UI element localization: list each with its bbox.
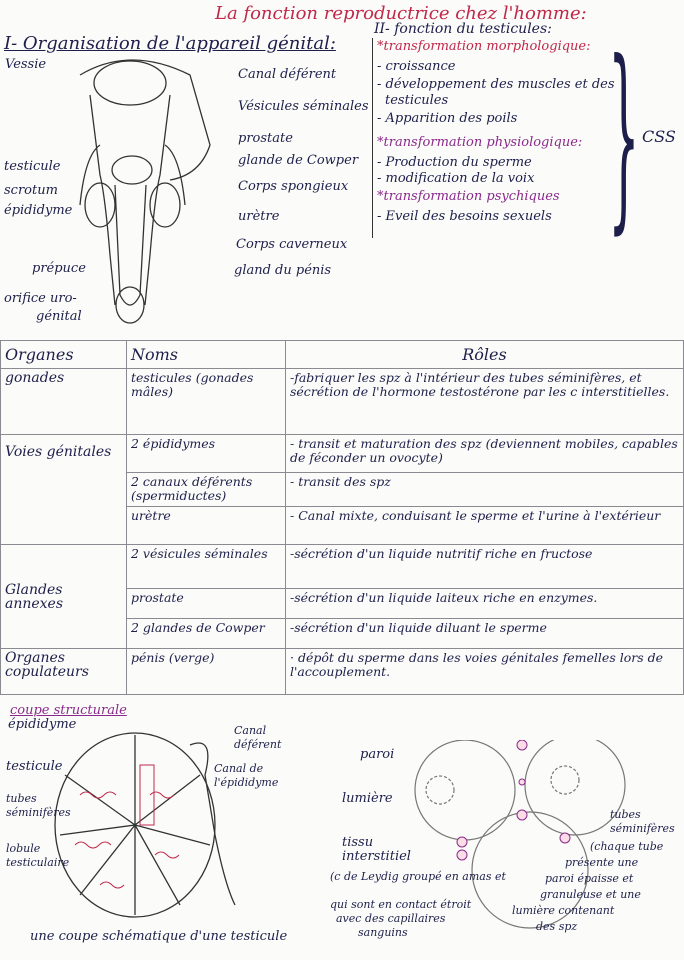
list-item: *transformation psychiques: [377, 189, 560, 204]
male-reproductive-diagram: [79, 59, 211, 324]
seminiferous-tubules-diagram: [414, 740, 626, 929]
col-organes: Organes: [0, 340, 127, 369]
label-leydig-3: avec des capillaires: [336, 912, 446, 925]
label-orifice: orifice uro-: [4, 291, 77, 306]
cell-organe: Glandes annexes: [0, 544, 127, 649]
cell-nom: urètre: [126, 506, 286, 545]
label-corps-spongieux: Corps spongieux: [238, 179, 349, 194]
note-line: des spz: [536, 920, 578, 933]
cell-role: -fabriquer les spz à l'intérieur des tub…: [285, 368, 684, 435]
note-line: présente une: [565, 856, 639, 869]
caption: une coupe schématique d'une testicule: [30, 929, 288, 944]
label-tubes: tubes séminifères: [6, 792, 71, 819]
label-epididyme: épididyme: [4, 203, 73, 218]
note-line: granuleuse et une: [540, 888, 641, 901]
label-lobule: lobule testiculaire: [6, 842, 70, 869]
label-lumiere: lumière: [342, 791, 393, 806]
label-uretre: urètre: [238, 209, 280, 224]
list-item: - développement des muscles et des: [377, 77, 615, 92]
cell-role: - transit des spz: [285, 472, 684, 507]
cell-role: -sécrétion d'un liquide nutritif riche e…: [285, 544, 684, 589]
label-prostate: prostate: [238, 131, 293, 146]
note-line: (chaque tube: [590, 840, 664, 853]
cell-nom: 2 épididymes: [126, 434, 286, 473]
col-roles: Rôles: [285, 340, 684, 369]
label-tissu: tissu interstitiel: [342, 835, 411, 864]
testicle-section-diagram: [54, 732, 236, 918]
label-leydig-2: qui sont en contact étroit: [330, 898, 472, 911]
label-paroi: paroi: [360, 747, 395, 762]
cell-role: - transit et maturation des spz (devienn…: [285, 434, 684, 473]
label-vesicules-seminales: Vésicules séminales: [238, 99, 369, 114]
section1-heading: I- Organisation de l'appareil génital:: [4, 33, 336, 54]
table-row: 2 glandes de Cowper-sécrétion d'un liqui…: [1, 618, 684, 649]
label-canal-deferent: Canal déférent: [238, 67, 337, 82]
label-canal-epididyme: Canal de l'épididyme: [214, 762, 279, 789]
cell-nom: 2 canaux déférents (spermiductes): [126, 472, 286, 507]
label-canal-deferent-2: Canal déférent: [234, 724, 282, 751]
cell-nom: 2 glandes de Cowper: [126, 618, 286, 649]
label-corps-caverneux: Corps caverneux: [236, 237, 348, 252]
note-line: paroi épaisse et: [545, 872, 634, 885]
label-testicule-2: testicule: [6, 759, 63, 774]
label-vessie: Vessie: [5, 57, 47, 72]
section2-heading: II- fonction du testicules:: [374, 21, 552, 37]
note-line: lumière contenant: [512, 904, 615, 917]
cell-organe: gonades: [0, 368, 127, 435]
list-item: testicules: [385, 93, 449, 108]
list-item: - Apparition des poils: [377, 111, 518, 126]
label-orifice-2: génital: [36, 309, 82, 324]
label-prepuce: prépuce: [32, 261, 86, 276]
page-title: La fonction reproductrice chez l'homme:: [215, 3, 587, 24]
cell-role: -sécrétion d'un liquide laiteux riche en…: [285, 588, 684, 619]
cell-role: -sécrétion d'un liquide diluant le sperm…: [285, 618, 684, 649]
list-item: - Eveil des besoins sexuels: [377, 209, 552, 224]
cell-nom: 2 vésicules séminales: [126, 544, 286, 589]
label-scrotum: scrotum: [4, 183, 58, 198]
label-leydig: (c de Leydig groupé en amas et: [330, 870, 506, 883]
label-testicule: testicule: [4, 159, 61, 174]
table-row: prostate-sécrétion d'un liquide laiteux …: [1, 588, 684, 619]
cell-nom: testicules (gonades mâles): [126, 368, 286, 435]
table-row: urètre- Canal mixte, conduisant le sperm…: [1, 506, 684, 545]
brace-label: CSS: [642, 127, 676, 146]
cell-role: · dépôt du sperme dans les voies génital…: [285, 648, 684, 695]
section3-heading: coupe structurale: [10, 703, 127, 718]
label-glande-cowper: glande de Cowper: [238, 153, 359, 168]
list-item: *transformation morphologique:: [377, 39, 591, 54]
list-item: *transformation physiologique:: [377, 135, 583, 150]
label-epididyme-2: épididyme: [8, 717, 77, 732]
cell-nom: pénis (verge): [126, 648, 286, 695]
cell-nom: prostate: [126, 588, 286, 619]
cell-role: - Canal mixte, conduisant le sperme et l…: [285, 506, 684, 545]
list-item: - croissance: [377, 59, 456, 74]
cell-organe: Voies génitales: [0, 434, 127, 545]
col-noms: Noms: [126, 340, 286, 369]
label-leydig-4: sanguins: [358, 926, 408, 939]
cell-organe: Organes copulateurs: [0, 648, 127, 695]
list-item: - modification de la voix: [377, 171, 535, 186]
label-gland: gland du pénis: [234, 263, 332, 278]
label-tubes-2: tubes séminifères: [610, 808, 675, 835]
brace-icon: }: [608, 19, 640, 252]
section2-list: *transformation morphologique: - croissa…: [372, 38, 633, 238]
list-item: - Production du sperme: [377, 155, 532, 170]
